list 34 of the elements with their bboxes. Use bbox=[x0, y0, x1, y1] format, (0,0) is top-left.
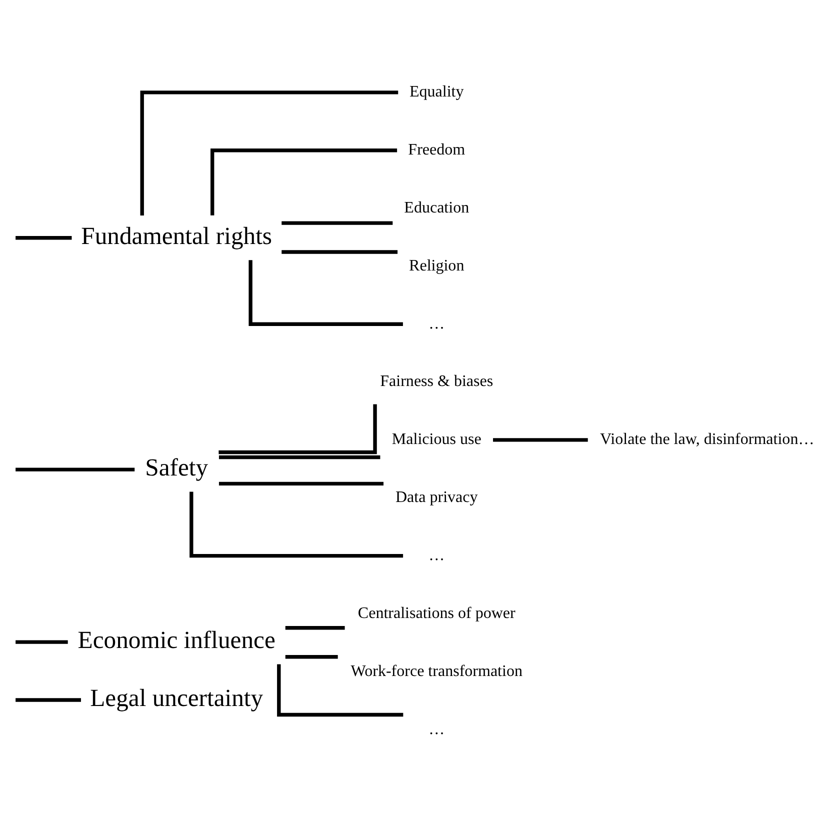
node-text: Fundamental rights bbox=[80, 223, 272, 250]
connector bbox=[276, 664, 403, 717]
connector bbox=[218, 455, 380, 460]
connector bbox=[248, 260, 402, 326]
connector bbox=[15, 640, 68, 644]
connector bbox=[284, 626, 344, 630]
connector bbox=[284, 655, 338, 659]
node-text: Fairness & biases bbox=[380, 373, 493, 390]
node-text: Centralisations of power bbox=[357, 604, 515, 622]
node-text: Malicious use bbox=[391, 431, 481, 448]
node-text: Religion bbox=[408, 257, 464, 274]
node-text: … bbox=[428, 720, 444, 738]
connector bbox=[140, 90, 398, 216]
node-text: Work-force transformation bbox=[350, 662, 522, 680]
node-text: … bbox=[428, 315, 444, 332]
node-text: Data privacy bbox=[395, 489, 478, 506]
connector bbox=[15, 236, 72, 240]
connector bbox=[281, 221, 392, 225]
connector bbox=[189, 492, 403, 558]
node-text: Legal uncertainty bbox=[90, 685, 263, 712]
node-text: Freedom bbox=[408, 142, 465, 159]
connector bbox=[281, 250, 398, 254]
node-text: Violate the law, disinformation… bbox=[600, 431, 814, 448]
connector bbox=[15, 468, 134, 472]
connector bbox=[15, 698, 80, 702]
connector bbox=[218, 404, 376, 454]
node-text: Safety bbox=[144, 454, 208, 482]
node-text: Equality bbox=[409, 84, 464, 101]
node-text: Economic influence bbox=[77, 627, 275, 654]
node-text: Education bbox=[404, 199, 469, 216]
connector bbox=[492, 438, 588, 442]
connector bbox=[210, 148, 397, 216]
connector bbox=[218, 482, 383, 486]
node-text: … bbox=[428, 546, 444, 564]
